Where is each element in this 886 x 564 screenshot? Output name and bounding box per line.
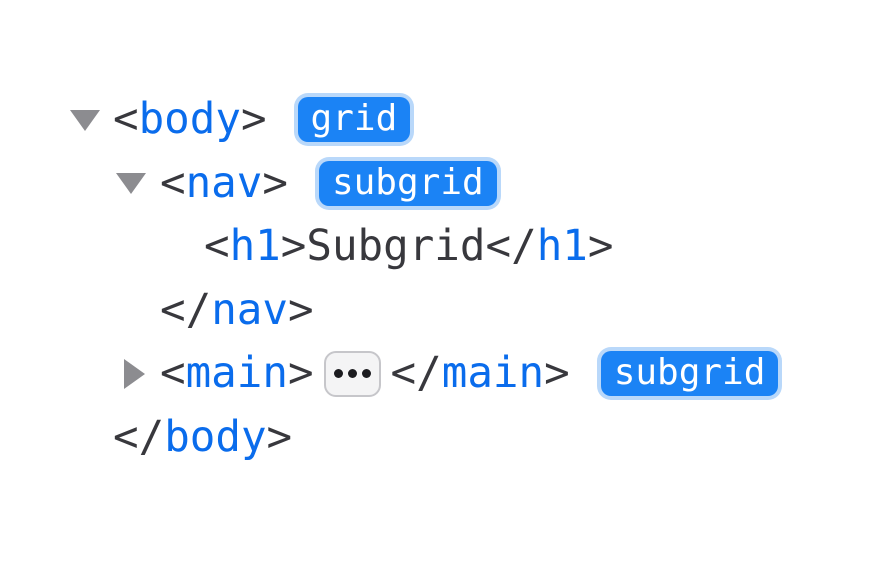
tag-name-body-close[interactable]: body bbox=[164, 412, 267, 462]
close-bracket: > bbox=[266, 412, 293, 462]
close-open-bracket: </ bbox=[390, 349, 442, 398]
inline-expander-button[interactable] bbox=[323, 350, 381, 397]
close-open-bracket: </ bbox=[113, 412, 165, 462]
twisty-expanded-icon[interactable] bbox=[70, 109, 100, 131]
ellipsis-icon bbox=[361, 369, 371, 379]
grid-badge[interactable]: grid bbox=[297, 97, 411, 143]
close-bracket: > bbox=[287, 285, 314, 335]
subgrid-badge-nav[interactable]: subgrid bbox=[318, 160, 497, 206]
markup-row-body-open[interactable]: <body> grid bbox=[0, 88, 886, 152]
close-open-bracket: </ bbox=[485, 222, 537, 271]
open-bracket: < bbox=[160, 158, 186, 208]
close-bracket: > bbox=[587, 222, 614, 271]
markup-row-h1[interactable]: <h1>Subgrid</h1> bbox=[0, 215, 886, 279]
close-bracket: > bbox=[287, 349, 314, 398]
h1-text-content[interactable]: Subgrid bbox=[306, 222, 486, 271]
twisty-collapsed-icon[interactable] bbox=[124, 358, 145, 389]
subgrid-badge-main[interactable]: subgrid bbox=[600, 351, 779, 397]
markup-row-main-collapsed[interactable]: <main></main> subgrid bbox=[0, 342, 886, 406]
markup-row-body-close[interactable]: </body> bbox=[0, 406, 886, 470]
close-bracket: > bbox=[544, 349, 570, 398]
open-bracket: < bbox=[204, 222, 230, 271]
devtools-html-pane: <body> grid <nav> subgrid <h1>Subgrid</h… bbox=[0, 88, 886, 469]
open-bracket: < bbox=[160, 349, 186, 398]
close-open-bracket: </ bbox=[160, 285, 212, 335]
open-bracket: < bbox=[113, 95, 139, 144]
tag-name-main-close[interactable]: main bbox=[441, 349, 545, 398]
tag-name-nav[interactable]: nav bbox=[185, 158, 263, 208]
tag-name-main[interactable]: main bbox=[185, 349, 288, 398]
tag-name-body[interactable]: body bbox=[138, 95, 241, 144]
tag-name-nav-close[interactable]: nav bbox=[211, 285, 288, 335]
ellipsis-icon bbox=[333, 369, 343, 379]
twisty-expanded-icon[interactable] bbox=[116, 173, 146, 195]
close-bracket: > bbox=[240, 95, 267, 144]
tag-name-h1-close[interactable]: h1 bbox=[536, 222, 588, 271]
markup-row-nav-open[interactable]: <nav> subgrid bbox=[0, 152, 886, 216]
close-bracket: > bbox=[262, 158, 288, 208]
close-bracket: > bbox=[280, 222, 307, 271]
ellipsis-icon bbox=[347, 369, 357, 379]
markup-row-nav-close[interactable]: </nav> bbox=[0, 279, 886, 343]
tag-name-h1[interactable]: h1 bbox=[229, 222, 281, 271]
